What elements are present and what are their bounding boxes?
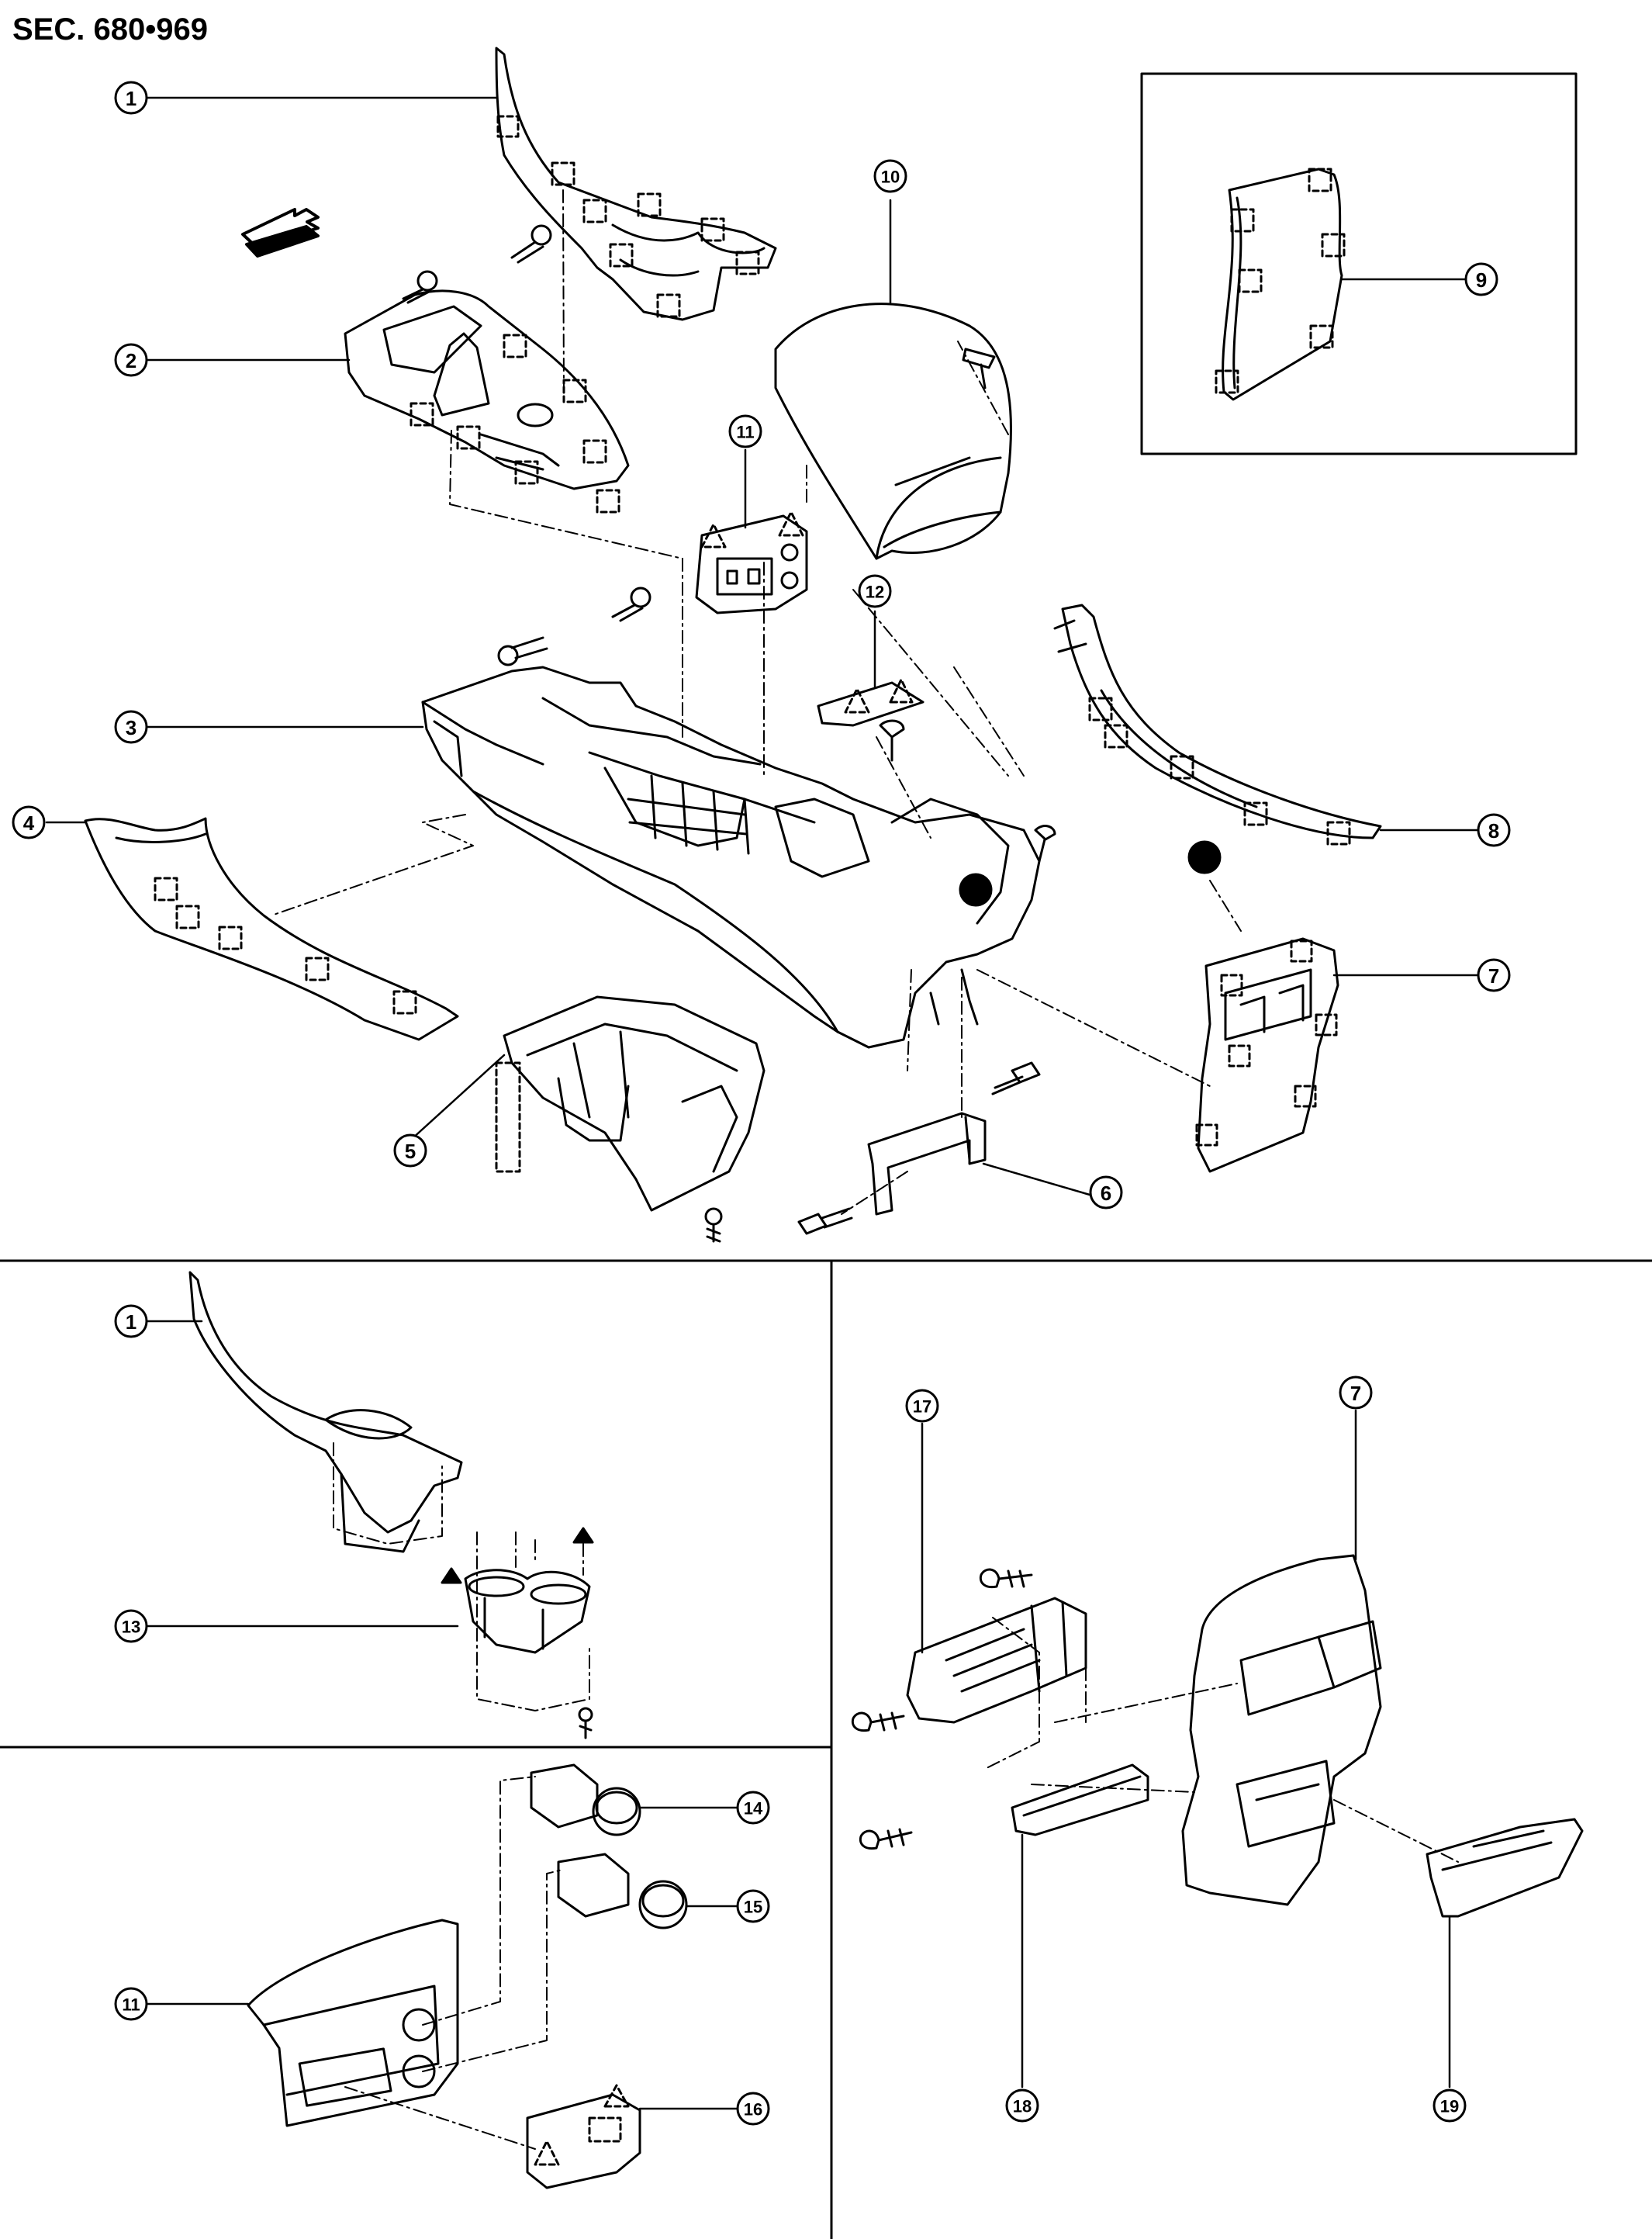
- callout-3: 3: [126, 716, 137, 739]
- inset-box: [1140, 72, 1578, 455]
- callout-10: 10: [881, 168, 900, 187]
- part-1-finisher-bottom: [188, 1271, 463, 1553]
- assembly-guide-lines-7: [984, 1617, 1459, 1863]
- part-5-storage-box: [495, 995, 766, 1212]
- pawl-marker-1: [441, 1567, 462, 1584]
- part-2-console-finisher: [344, 289, 630, 514]
- pawl-marker-2: [572, 1527, 594, 1544]
- callout-7-bottom: 7: [1350, 1382, 1361, 1405]
- callout-17: 17: [913, 1397, 931, 1417]
- screw-icon-3: [962, 348, 996, 389]
- part-13-cup-holder: [464, 1569, 591, 1654]
- callout-6: 6: [1101, 1182, 1111, 1205]
- callout-4: 4: [23, 812, 35, 835]
- callout-11-bottom: 11: [122, 1995, 140, 2015]
- screw-icon-11: [851, 1711, 905, 1732]
- callout-leaders: [45, 96, 1479, 2110]
- location-marker-dot-2: [1187, 840, 1222, 874]
- screw-icon-4: [879, 719, 905, 762]
- part-19-storage-tray: [1426, 1818, 1584, 1918]
- part-14-switch: [530, 1763, 641, 1836]
- screw-icon-12: [859, 1828, 913, 1850]
- part-8-side-finisher: [1053, 604, 1382, 846]
- panel-dividers: [0, 1259, 1652, 2239]
- part-4-side-finisher: [84, 817, 459, 1041]
- screw-icon-5: [611, 587, 651, 622]
- callout-circles: [12, 81, 1511, 2126]
- part-9-panel-drawing: [1215, 168, 1346, 401]
- bolt-icon-1: [991, 1061, 1041, 1095]
- part-16-usb-unit: [526, 2084, 641, 2189]
- callout-16: 16: [744, 2100, 762, 2120]
- assembly-guide-lines-13: [333, 1442, 590, 1711]
- screw-icon-1: [510, 224, 552, 264]
- screw-icon-7: [1034, 825, 1056, 863]
- part-11-switch-panel-detail: [247, 1919, 459, 2127]
- callout-1-bottom: 1: [126, 1310, 137, 1334]
- part-11-switch-panel: [695, 510, 808, 614]
- part-6-bracket: [867, 1112, 987, 1216]
- callout-14: 14: [744, 1799, 763, 1819]
- callout-5: 5: [405, 1140, 416, 1163]
- part-18-vent-frame: [1011, 1763, 1149, 1836]
- screw-icon-9: [578, 1707, 593, 1739]
- callout-18: 18: [1013, 2097, 1032, 2116]
- part-12-clip-bracket: [817, 678, 924, 727]
- callout-12: 12: [866, 583, 884, 602]
- assembly-guide-lines-11: [344, 1776, 563, 2150]
- front-arrow-icon: [241, 208, 320, 258]
- screw-icon-10: [979, 1568, 1033, 1589]
- part-15-switch: [557, 1853, 688, 1929]
- screw-icon-6: [497, 636, 548, 666]
- bolt-icon-2: [797, 1207, 853, 1235]
- callout-1-top: 1: [126, 87, 137, 110]
- callout-19: 19: [1440, 2097, 1459, 2116]
- callout-2: 2: [126, 349, 137, 372]
- part-10-armrest: [774, 303, 1012, 560]
- screw-icon-8: [704, 1207, 723, 1243]
- callout-13: 13: [122, 1618, 140, 1637]
- part-7-rear-finisher-detail: [1181, 1554, 1382, 1906]
- part-3-console-body: [421, 666, 1041, 1049]
- callout-9: 9: [1476, 268, 1487, 292]
- part-7-rear-finisher: [1195, 937, 1339, 1173]
- section-title: SEC. 680•969: [12, 12, 208, 47]
- part-1-finisher-top: [495, 47, 777, 321]
- callout-15: 15: [744, 1898, 762, 1917]
- callout-8: 8: [1488, 819, 1499, 843]
- assembly-guide-lines: [271, 189, 1242, 1215]
- callout-11-top: 11: [736, 423, 754, 442]
- part-17-rear-vent: [906, 1597, 1087, 1724]
- location-marker-dot-1: [959, 873, 993, 907]
- callout-7-top: 7: [1488, 964, 1499, 988]
